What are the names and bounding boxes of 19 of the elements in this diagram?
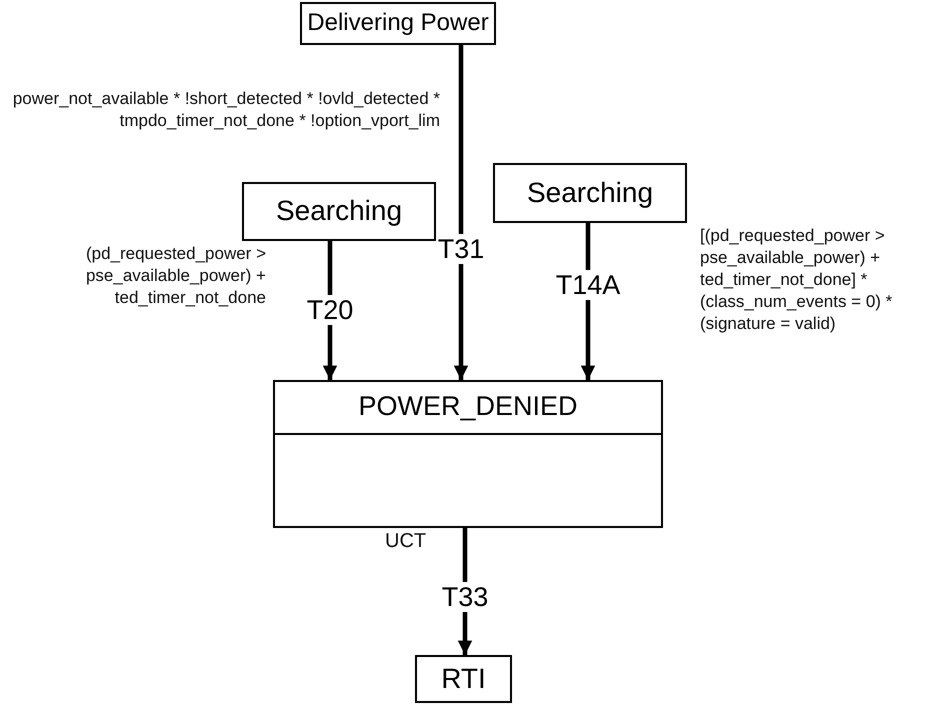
state-box: [273, 380, 663, 528]
state-box: [493, 163, 687, 223]
transition-condition: power_not_available * !short_detected * !ovld_detected * tmpdo_timer_not_done * !option_vport_lim: [12, 88, 440, 132]
state-box: [415, 655, 512, 703]
state-box: [300, 2, 496, 45]
edge-label: T20: [306, 295, 354, 325]
state-name: POWER_DENIED: [357, 390, 579, 423]
state-name: Delivering Power: [306, 8, 490, 38]
transition-condition: UCT: [385, 530, 428, 552]
edge-label: T31: [436, 234, 486, 264]
arrow: [454, 45, 468, 380]
transition-condition: [(pd_requested_power > pse_available_power) + ted_timer_not_done] * (class_num_events = 0) * (signature = valid): [700, 225, 894, 335]
state-box: [242, 182, 436, 241]
transition-condition: (pd_requested_power > pse_available_power) + ted_timer_not_done: [84, 243, 266, 309]
state-name: RTI: [440, 662, 487, 696]
state-name: Searching: [526, 176, 654, 210]
state-name: Searching: [274, 194, 404, 228]
edge-label: T14A: [554, 270, 622, 300]
edge-label: T33: [440, 582, 490, 612]
